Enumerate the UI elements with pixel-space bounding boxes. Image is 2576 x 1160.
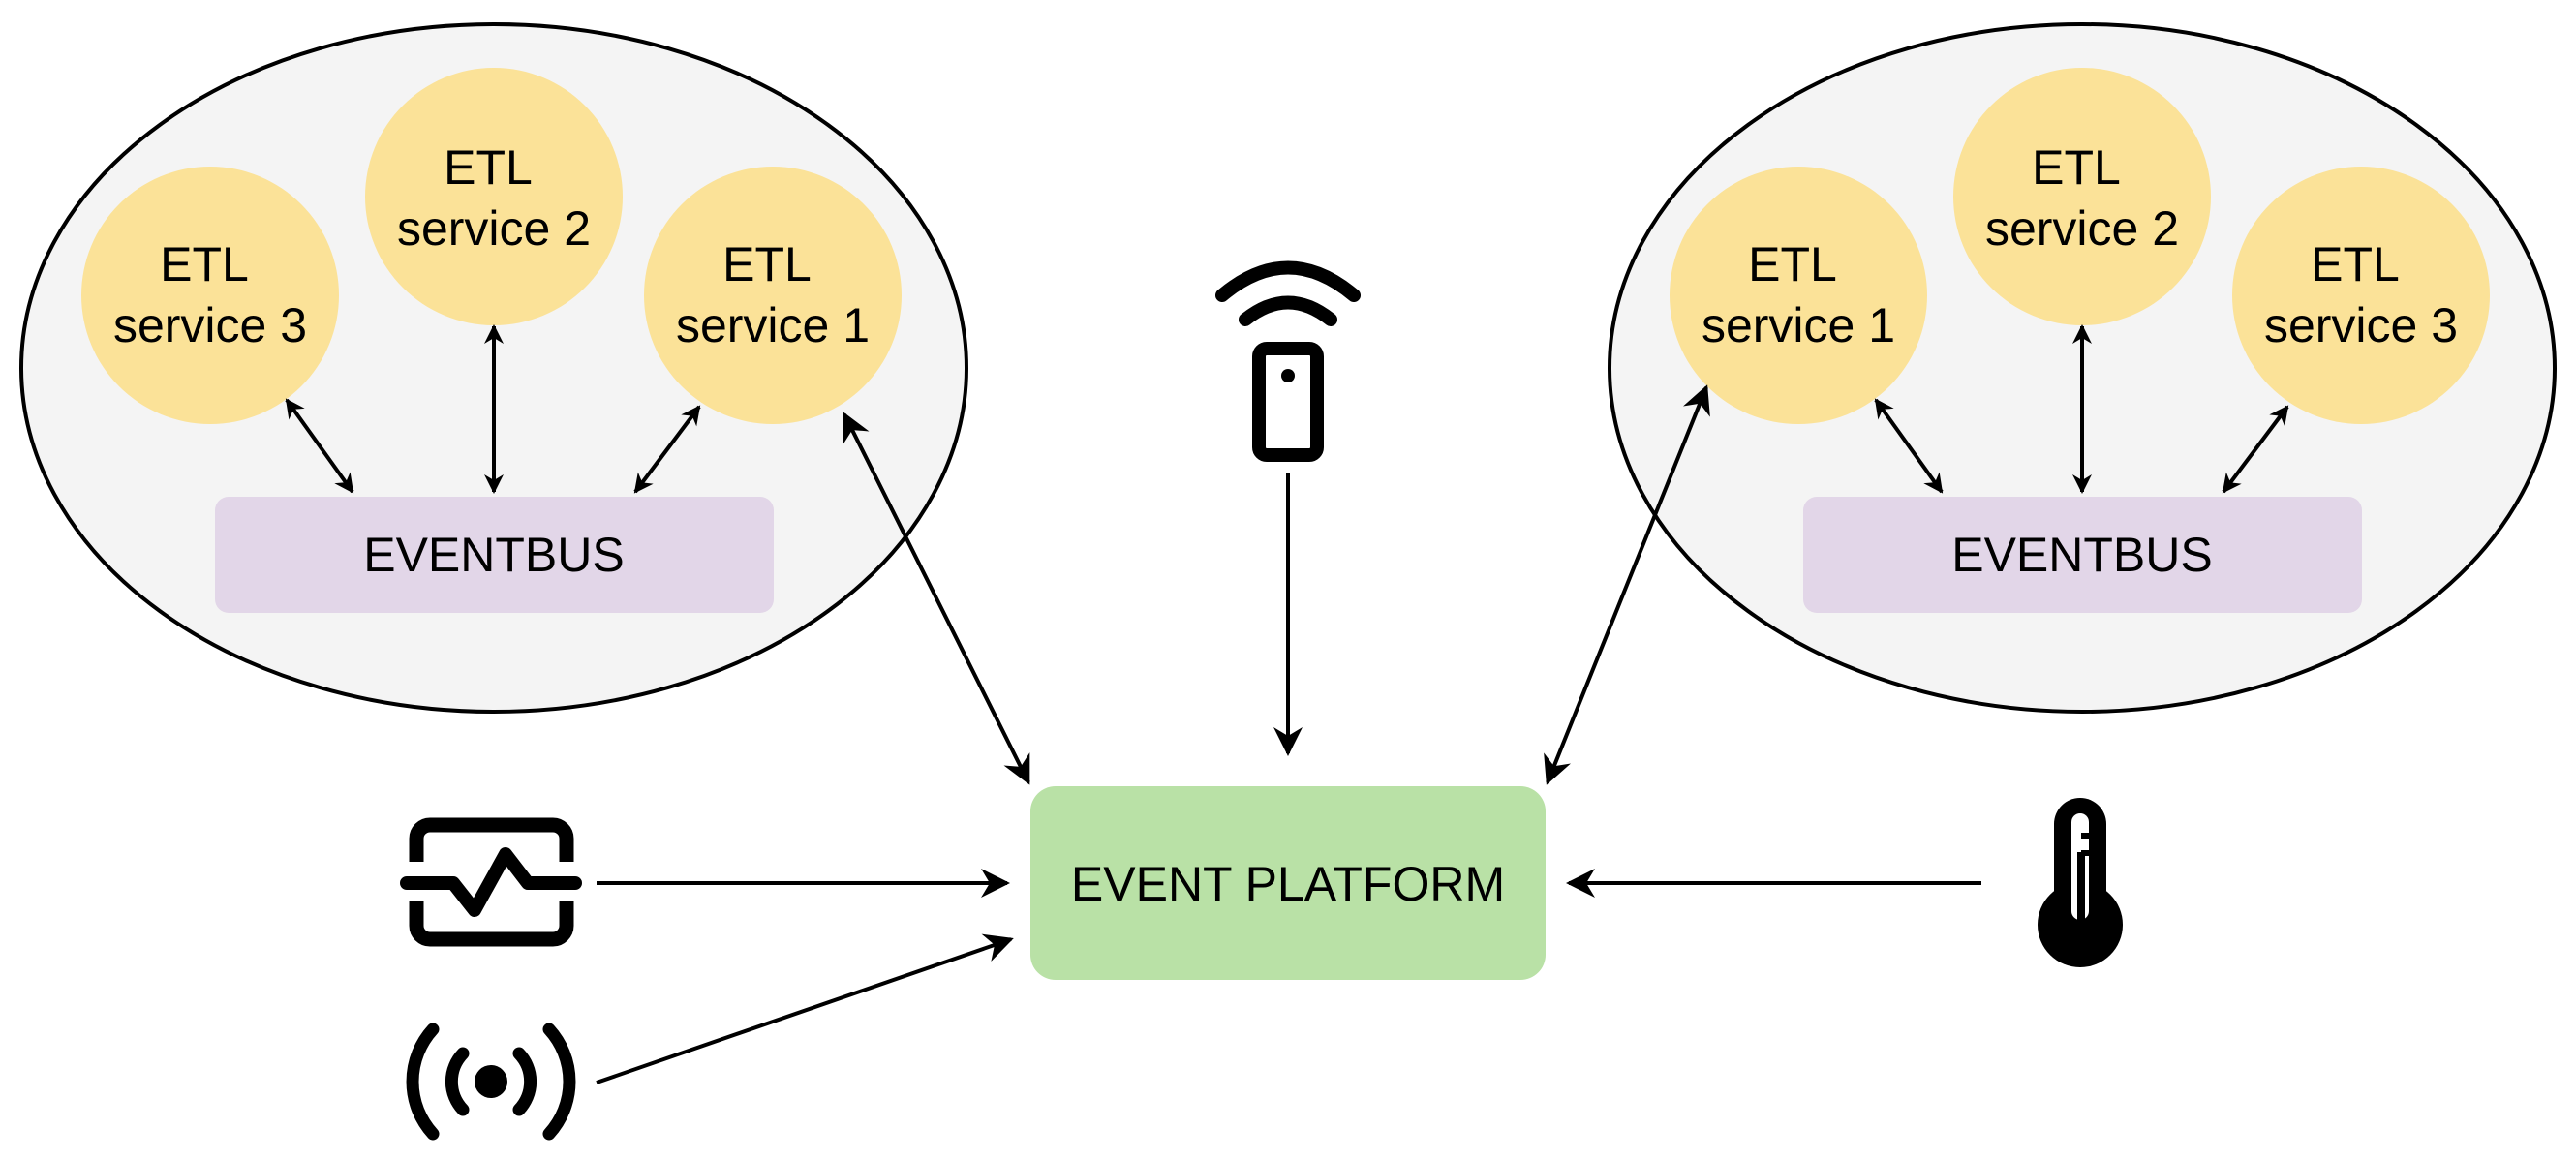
- svg-text:ETL service 2: ETL service 2: [397, 140, 591, 256]
- broadcast-icon: [406, 1023, 576, 1141]
- event-platform-label: EVENT PLATFORM: [1071, 857, 1505, 911]
- etl-service-node[interactable]: ETL service 2: [365, 68, 623, 325]
- remote-sensor-icon: [1215, 260, 1361, 462]
- svg-text:ETL service 2: ETL service 2: [1985, 140, 2179, 256]
- service-subtitle: service 3: [113, 298, 307, 352]
- service-title: ETL: [2032, 140, 2120, 195]
- cluster-platform-arrow: [1544, 384, 1710, 785]
- bus-connector-arrow: [633, 405, 701, 494]
- etl-service-node[interactable]: ETL service 3: [2232, 167, 2490, 424]
- svg-text:ETL service 1: ETL service 1: [1702, 237, 1895, 352]
- service-subtitle: service 1: [1702, 298, 1895, 352]
- eventbus-box[interactable]: EVENTBUS: [1803, 497, 2362, 613]
- pulse-monitor-icon: [400, 817, 582, 947]
- cluster-platform-arrow: [843, 412, 1030, 785]
- etl-service-node[interactable]: ETL service 1: [644, 167, 902, 424]
- thermometer-icon: [2038, 798, 2123, 967]
- svg-text:ETL service 1: ETL service 1: [676, 237, 870, 352]
- eventbus-label: EVENTBUS: [1951, 528, 2213, 582]
- event-platform-box[interactable]: EVENT PLATFORM: [1030, 786, 1546, 980]
- eventbus-box[interactable]: EVENTBUS: [215, 497, 774, 613]
- etl-service-node[interactable]: ETL service 2: [1953, 68, 2211, 325]
- service-title: ETL: [444, 140, 532, 195]
- service-title: ETL: [160, 237, 248, 291]
- right-cluster: ETL service 1 ETL service 2 ETL service …: [1608, 22, 2557, 714]
- service-title: ETL: [1748, 237, 1836, 291]
- service-subtitle: service 1: [676, 298, 870, 352]
- etl-service-node[interactable]: ETL service 3: [81, 167, 339, 424]
- svg-text:ETL service 3: ETL service 3: [113, 237, 307, 352]
- service-subtitle: service 2: [1985, 201, 2179, 256]
- svg-text:ETL service 3: ETL service 3: [2264, 237, 2458, 352]
- source-arrow: [596, 933, 1014, 1084]
- eventbus-label: EVENTBUS: [363, 528, 625, 582]
- etl-service-node[interactable]: ETL service 1: [1670, 167, 1927, 424]
- bus-connector-arrow: [285, 398, 354, 494]
- service-subtitle: service 3: [2264, 298, 2458, 352]
- service-subtitle: service 2: [397, 201, 591, 256]
- service-title: ETL: [722, 237, 811, 291]
- service-title: ETL: [2311, 237, 2399, 291]
- bus-connector-arrow: [2222, 405, 2289, 494]
- left-cluster: ETL service 3 ETL service 2 ETL service …: [19, 22, 968, 714]
- bus-connector-arrow: [1874, 398, 1944, 494]
